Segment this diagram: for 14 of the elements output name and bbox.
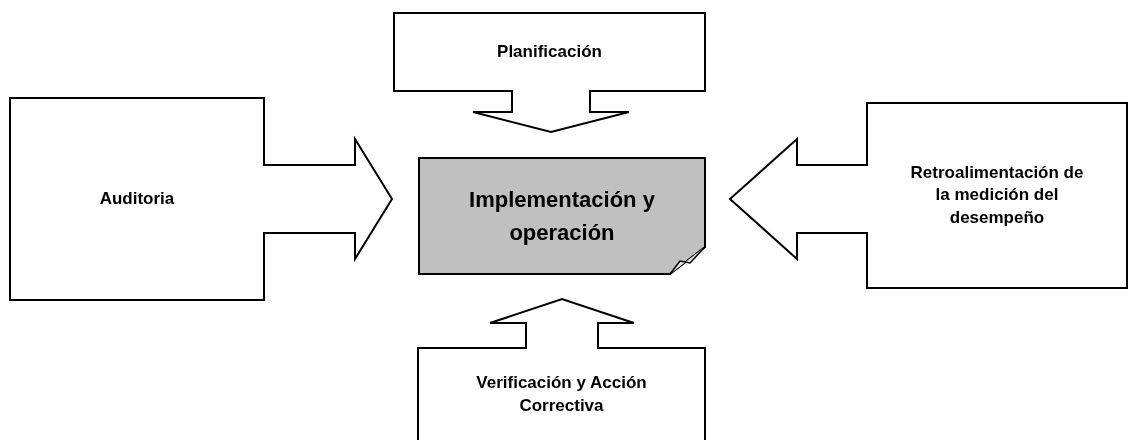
block-arrow [262, 135, 394, 263]
block-arrow [489, 297, 635, 350]
process-box [417, 347, 706, 440]
process-box [393, 12, 706, 92]
folded-note-box [418, 157, 706, 275]
box-label: Implementación y operación [468, 186, 656, 247]
box-label: Planificación [496, 40, 603, 63]
process-box [866, 102, 1128, 289]
box-label: Auditoria [98, 187, 176, 210]
process-box [9, 97, 265, 301]
block-arrow [472, 89, 630, 134]
box-label: Retroalimentación de la medición del desempeño [909, 162, 1085, 229]
block-arrow [728, 136, 869, 262]
box-label: Verificación y Acción Correctiva [475, 372, 648, 417]
